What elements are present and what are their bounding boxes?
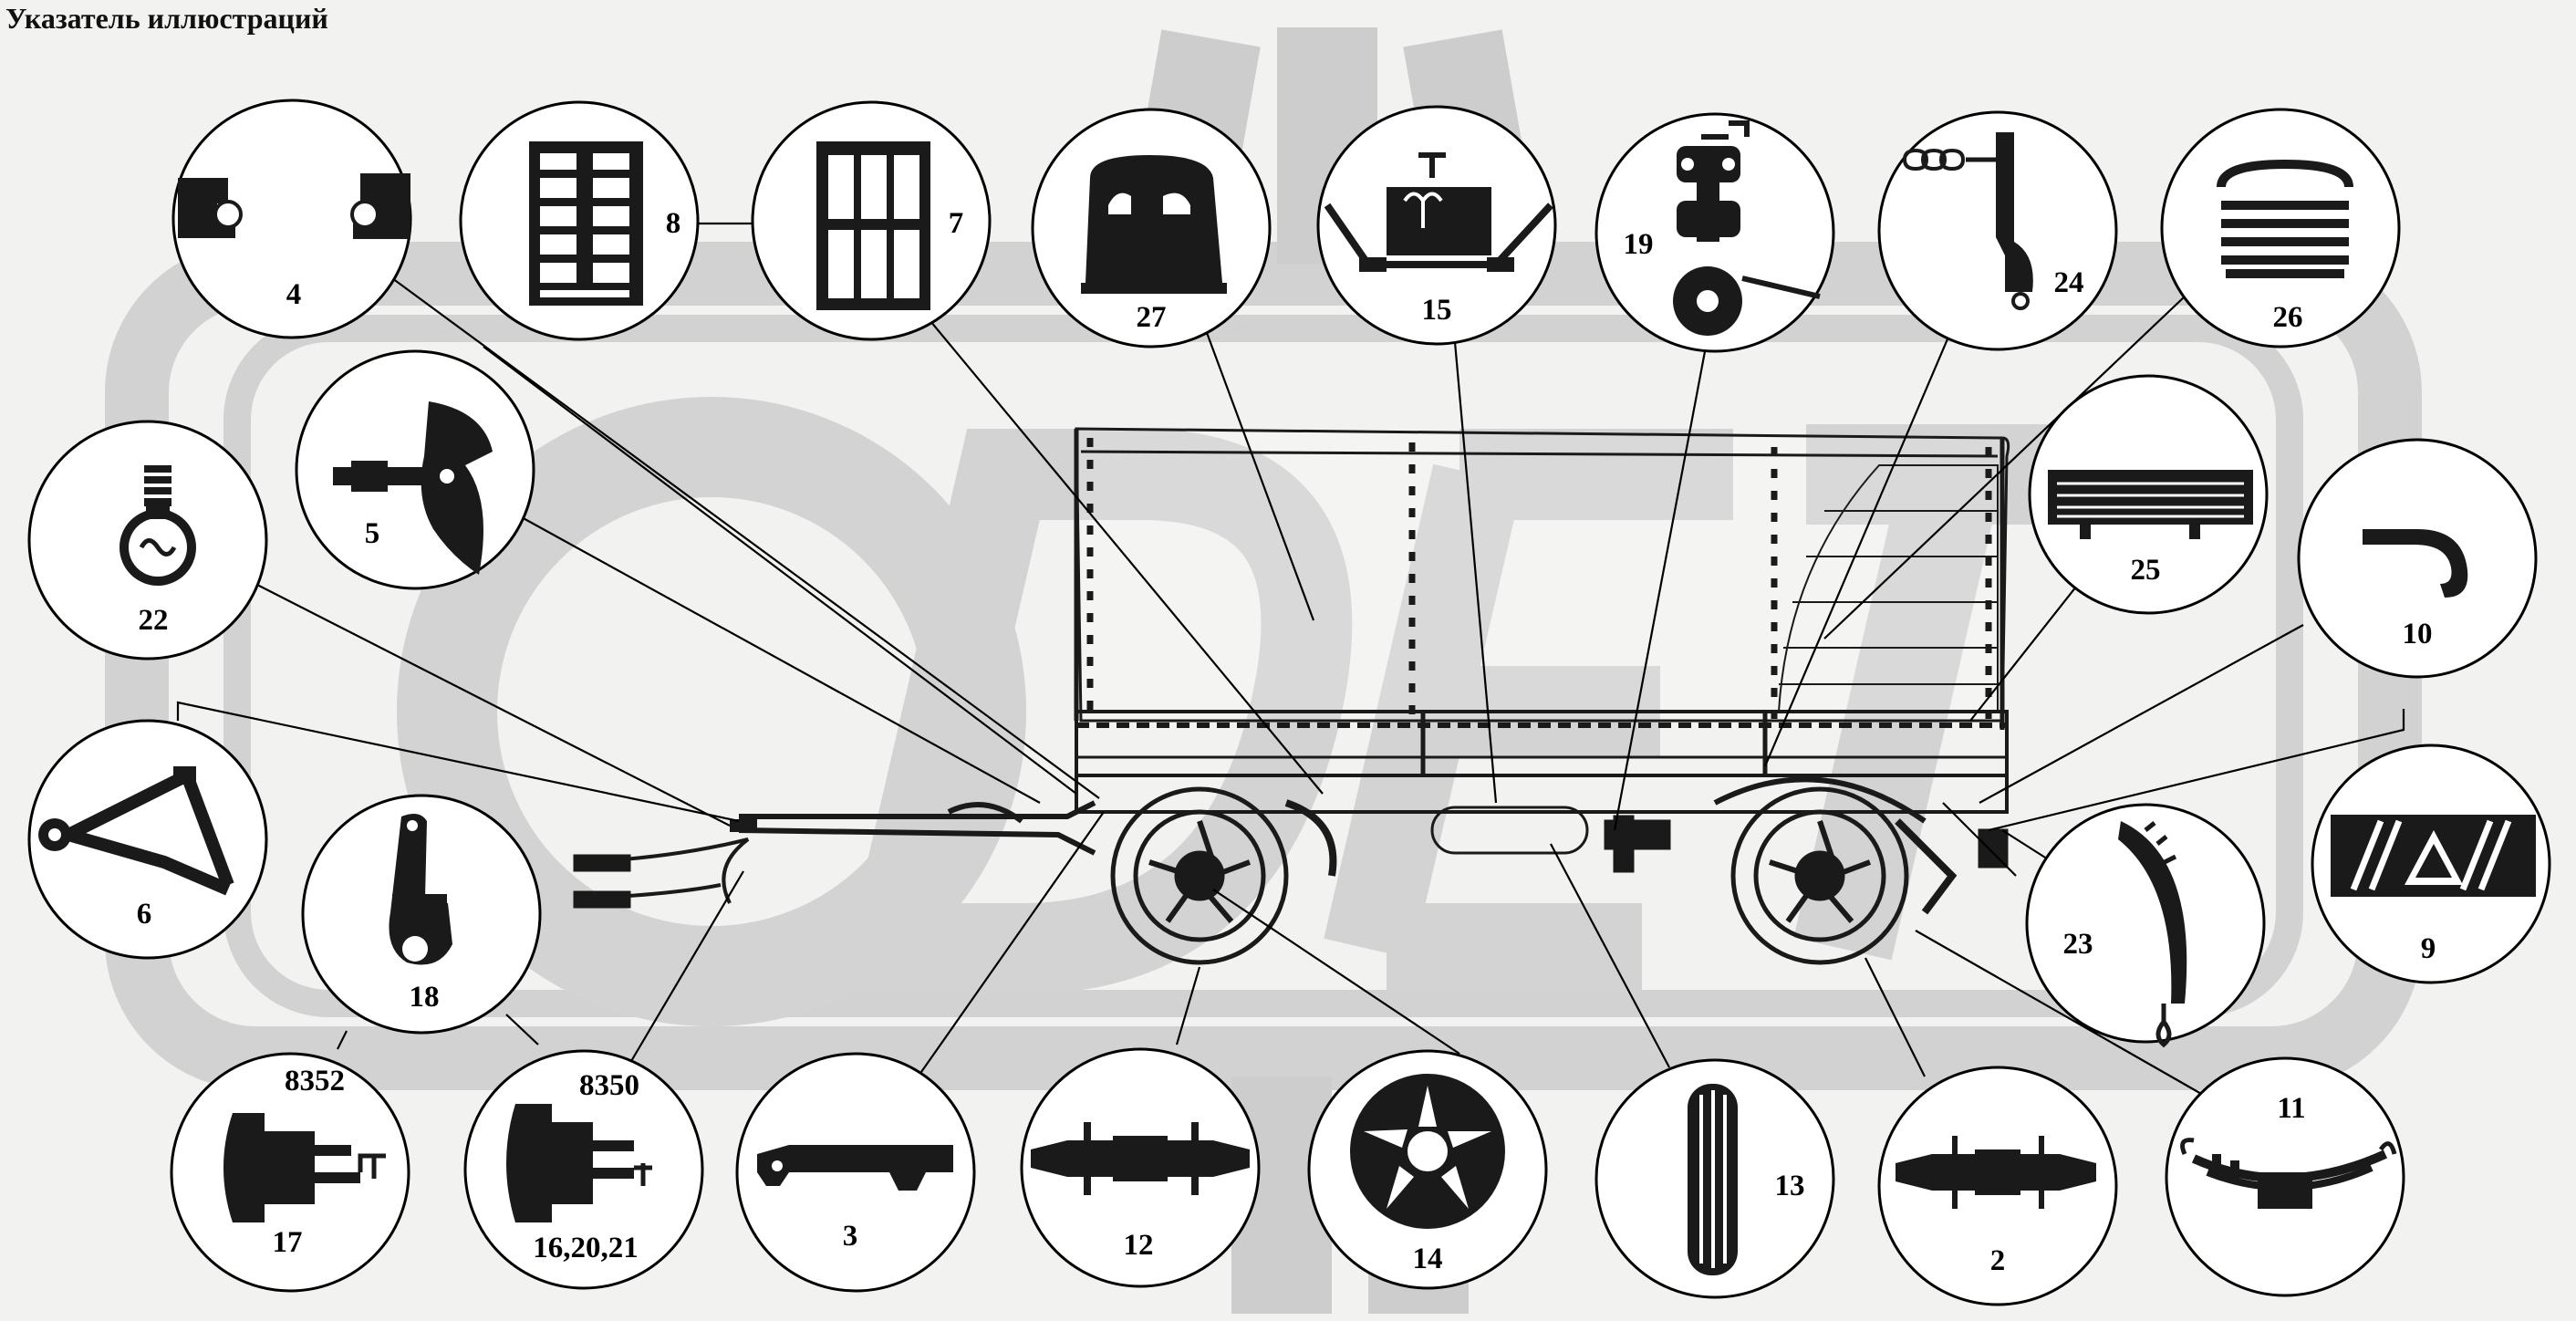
leaf-spring-icon (2180, 1138, 2397, 1209)
coupling-head-icon (333, 401, 493, 575)
callout-15: 15 (1316, 105, 1557, 346)
front-axle-icon (1031, 1122, 1250, 1195)
callout-12: 12 (1020, 1047, 1261, 1288)
callout-label: 13 (1775, 1170, 1805, 1202)
callout-4: 4 (171, 99, 412, 339)
callout-5: 5 (295, 349, 535, 590)
callout-11: 11 (2165, 1056, 2405, 1297)
spare-wheel-holder-icon (1324, 152, 1553, 272)
turntable-beam-icon (757, 1145, 953, 1191)
callout-label: 7 (949, 207, 964, 240)
page-title: Указатель иллюстраций (5, 2, 328, 35)
callout-sublabel: 8350 (579, 1069, 639, 1102)
callout-label: 27 (1137, 301, 1167, 334)
callout-19: 19 (1594, 112, 1835, 353)
callout-7: 7 (751, 100, 992, 341)
callout-sublabel: 8352 (285, 1065, 345, 1097)
callout-25: 25 (2028, 374, 2269, 615)
callout-label: 16,20,21 (533, 1232, 639, 1264)
callout-27: 27 (1031, 108, 1272, 348)
slack-adjuster-icon (389, 813, 452, 965)
callout-label: 19 (1624, 228, 1654, 261)
callout-label: 24 (2054, 266, 2084, 299)
trailer-drawing (573, 427, 2010, 965)
callout-label: 23 (2063, 928, 2093, 961)
callout-label: 15 (1422, 294, 1452, 327)
callout-label: 14 (1413, 1243, 1443, 1275)
callout-label: 4 (286, 278, 302, 311)
callout-label: 8 (666, 207, 681, 240)
callout-label: 10 (2403, 618, 2433, 650)
callout-label: 5 (365, 517, 380, 550)
callout-22: 22 (27, 420, 268, 660)
callout-10: 10 (2297, 438, 2538, 679)
callout-17: 8352 17 (170, 1052, 410, 1293)
rear-axle-icon (1896, 1136, 2096, 1209)
callout-26: 26 (2160, 108, 2401, 348)
chain-bracket-icon (1902, 132, 2033, 310)
callout-label: 12 (1124, 1229, 1154, 1262)
callout-13: 13 (1594, 1058, 1835, 1299)
drawbar-icon (38, 766, 234, 896)
callout-2: 2 (1877, 1066, 2118, 1306)
callout-8: 8 (459, 100, 700, 341)
tire-icon (1688, 1084, 1738, 1275)
tarpaulin-cover-icon (1081, 155, 1227, 294)
hook-icon (2363, 529, 2468, 598)
callout-14: 14 (1307, 1049, 1548, 1290)
tool-box-icon (2048, 470, 2253, 539)
brake-chamber-icon (506, 1104, 652, 1222)
callout-label: 3 (843, 1220, 858, 1253)
callout-23: 23 (2025, 803, 2266, 1048)
support-leg-icon (1673, 120, 1821, 336)
callout-9: 9 (2311, 744, 2551, 984)
clamp-icon (178, 173, 410, 239)
callout-16-20-21: 8350 16,20,21 (463, 1049, 704, 1290)
callout-label: 18 (410, 981, 440, 1014)
brake-chamber-icon (223, 1113, 386, 1222)
callout-label: 2 (1990, 1244, 2006, 1277)
callout-label: 17 (273, 1226, 303, 1259)
grille-panel-icon (529, 141, 643, 306)
callout-3: 3 (735, 1052, 976, 1293)
arch-frame-icon (2217, 159, 2353, 278)
callout-24: 24 (1877, 110, 2118, 351)
callout-label: 22 (139, 604, 169, 637)
callout-label: 11 (2277, 1092, 2305, 1125)
callout-6: 6 (27, 719, 268, 960)
front-wheel (1110, 786, 1289, 965)
callout-18: 18 (301, 794, 542, 1035)
callout-label: 6 (137, 898, 152, 931)
rear-wheel (1730, 786, 1909, 965)
rear-marking-plate-icon (2331, 815, 2536, 897)
lamp-bulb-icon (119, 465, 196, 586)
tarpaulin-body (1075, 427, 2010, 723)
wheel-disc-icon (1350, 1074, 1505, 1229)
side-panel-icon (816, 141, 930, 310)
callout-label: 26 (2273, 301, 2303, 334)
leader-lines (176, 222, 2405, 1096)
callout-label: 9 (2421, 932, 2436, 965)
callout-label: 25 (2131, 554, 2161, 587)
mudguard-icon (2118, 821, 2187, 1048)
